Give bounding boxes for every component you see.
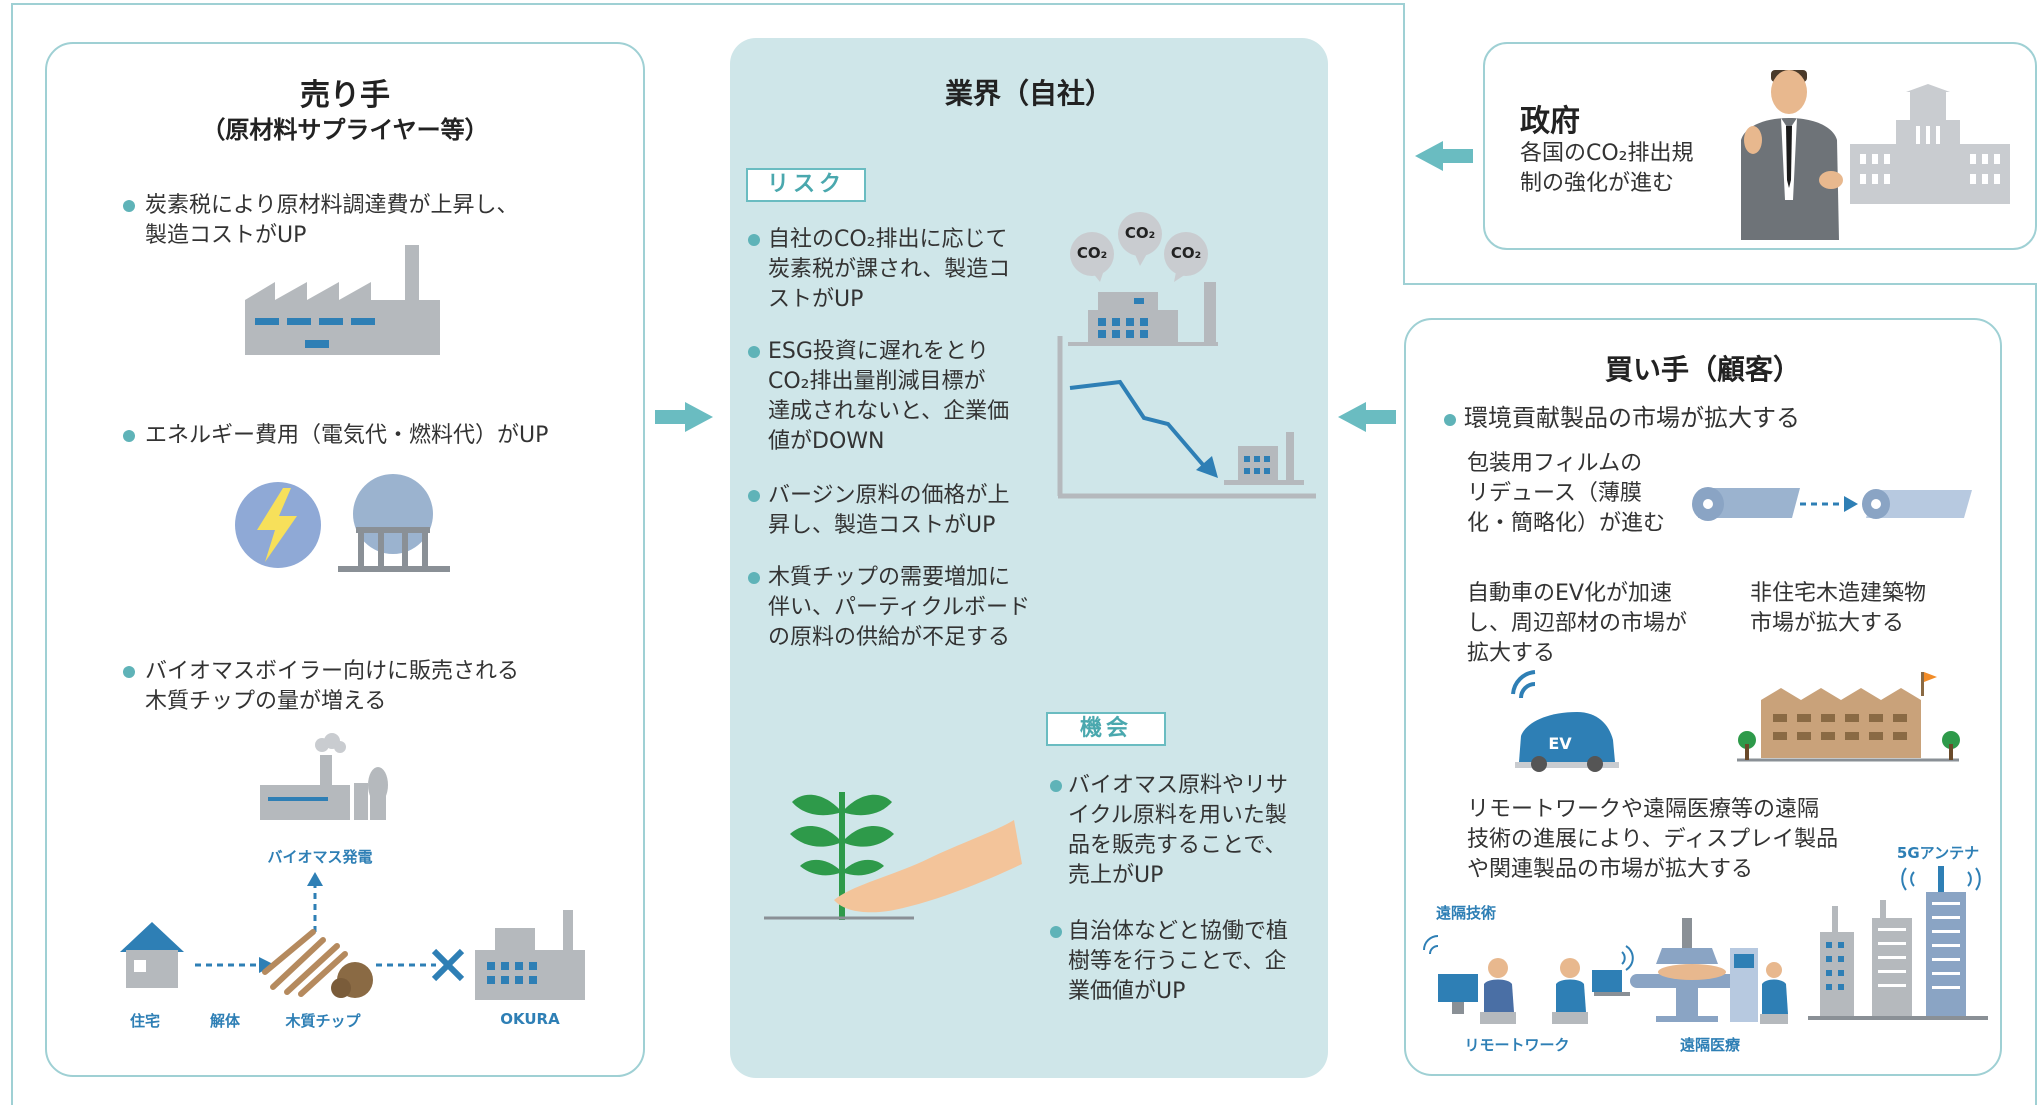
okura-factory-icon (475, 910, 585, 1000)
seller-panel (45, 42, 645, 1077)
wood-chips-icon (262, 929, 373, 998)
arrow-right-icon (655, 402, 713, 432)
buyer-title: 買い手（顧客） (1604, 353, 1801, 386)
up-arrow-icon (307, 872, 323, 932)
government-line-1: 各国のCO₂排出規 (1520, 141, 1694, 166)
wood-line-1: 非住宅木造建築物 (1750, 581, 1927, 606)
lightning-icon (235, 482, 321, 568)
bullet (1444, 414, 1456, 426)
factory-icon (245, 245, 440, 355)
risk-4-line-3: の原料の供給が不足する (768, 625, 1011, 650)
opp-2-line-2: 樹等を行うことで、企 (1068, 949, 1287, 974)
risk-2-line-1: ESG投資に遅れをとり (768, 339, 989, 364)
risk-3-line-2: 昇し、製造コストがUP (768, 513, 996, 538)
risk-2-line-4: 値がDOWN (768, 429, 885, 454)
biomass-plant-label: バイオマス発電 (267, 848, 373, 866)
seller-title: 売り手 (300, 78, 390, 113)
right-arrow-icon (195, 957, 275, 973)
bullet (748, 234, 760, 246)
bullet (748, 490, 760, 502)
risk-2-line-2: CO₂排出量削減目標が (768, 369, 986, 394)
remote-line-2: 技術の進展により、ディスプレイ製品 (1467, 827, 1839, 852)
government-title: 政府 (1520, 104, 1580, 139)
city-buildings-icon (1808, 892, 1988, 1020)
risk-2-line-3: 達成されないと、企業価 (768, 399, 1010, 424)
buyer-headline: 環境貢献製品の市場が拡大する (1464, 404, 1800, 432)
wooden-building-icon (1737, 672, 1960, 762)
seller-item-1-line-1: 炭素税により原材料調達費が上昇し、 (145, 193, 519, 218)
risk-4-line-1: 木質チップの需要増加に (768, 565, 1011, 590)
antenna-signal-icon (1901, 866, 1981, 892)
arrow-left-icon (1338, 402, 1396, 432)
risk-3-line-1: バージン原料の価格が上 (768, 483, 1010, 508)
gas-tank-icon (338, 474, 450, 572)
okura-label: OKURA (500, 1010, 560, 1028)
risk-tag: リスク (746, 168, 866, 202)
remote-work-label: リモートワーク (1464, 1036, 1570, 1054)
antenna-label: 5Gアンテナ (1896, 844, 1980, 862)
industry-panel (730, 38, 1328, 1078)
seller-item-3-line-2: 木質チップの量が増える (145, 689, 387, 714)
co2-label-2: CO₂ (1124, 224, 1156, 242)
co2-label-3: CO₂ (1170, 244, 1202, 262)
film-line-3: 化・簡略化）が進む (1467, 511, 1666, 536)
seller-item-1-line-2: 製造コストがUP (145, 223, 307, 248)
opp-1-line-4: 売上がUP (1068, 863, 1164, 888)
government-line-2: 制の強化が進む (1520, 171, 1675, 196)
opp-2-line-3: 業価値がUP (1068, 979, 1186, 1004)
ev-line-1: 自動車のEV化が加速 (1467, 581, 1672, 606)
remote-line-3: や関連製品の市場が拡大する (1467, 857, 1754, 882)
bullet (123, 200, 135, 212)
opportunity-tag: 機会 (1046, 712, 1166, 746)
co2-bubbles-icon (1070, 212, 1208, 282)
co2-label-1: CO₂ (1076, 244, 1108, 262)
seller-subtitle: （原材料サプライヤー等） (201, 116, 489, 144)
risk-1-line-2: 炭素税が課され、製造コ (768, 257, 1011, 282)
remote-work-icon (1423, 935, 1634, 1024)
arrow-left-icon (1415, 141, 1473, 171)
opp-2-line-1: 自治体などと協働で植 (1068, 919, 1289, 944)
bullet (123, 430, 135, 442)
risk-4-line-2: 伴い、パーティクルボード (768, 595, 1031, 620)
telemedicine-icon (1630, 918, 1788, 1024)
opp-1-line-3: 品を販売することで、 (1068, 833, 1287, 858)
biomass-plant-icon (260, 733, 388, 820)
ev-car-icon (1511, 670, 1619, 772)
industry-title: 業界（自社） (944, 77, 1113, 110)
risk-1-line-3: ストがUP (768, 287, 864, 312)
opp-1-line-2: イクル原料を用いた製 (1068, 803, 1287, 828)
hand-plant-icon (764, 792, 1022, 920)
chips-label: 木質チップ (285, 1012, 361, 1030)
opp-1-line-1: バイオマス原料やリサ (1068, 773, 1289, 798)
film-line-1: 包装用フィルムの (1467, 451, 1643, 476)
bullet (123, 666, 135, 678)
ev-label: EV (1548, 734, 1572, 753)
ev-line-2: し、周辺部材の市場が (1467, 611, 1688, 636)
seller-item-3-line-1: バイオマスボイラー向けに販売される (145, 659, 520, 684)
remote-line-1: リモートワークや遠隔医療等の遠隔 (1467, 797, 1820, 822)
bullet (748, 346, 760, 358)
blocked-arrow-icon (376, 948, 465, 982)
bullet (1050, 926, 1062, 938)
risk-1-line-1: 自社のCO₂排出に応じて (768, 227, 1008, 252)
politician-icon (1741, 70, 1843, 240)
parliament-building-icon (1850, 84, 2010, 204)
declining-chart-icon (1057, 282, 1316, 499)
house-label: 住宅 (129, 1012, 160, 1030)
dismantle-label: 解体 (209, 1012, 240, 1030)
film-roll-icon (1692, 487, 1972, 521)
ev-line-3: 拡大する (1467, 641, 1556, 666)
bullet (1050, 780, 1062, 792)
wood-line-2: 市場が拡大する (1750, 611, 1905, 636)
film-line-2: リデュース（薄膜 (1467, 481, 1642, 506)
remote-tech-label: 遠隔技術 (1436, 904, 1497, 922)
bullet (748, 572, 760, 584)
telemedicine-label: 遠隔医療 (1679, 1036, 1740, 1054)
house-icon (120, 922, 184, 988)
seller-item-2-line-1: エネルギー費用（電気代・燃料代）がUP (145, 423, 549, 448)
